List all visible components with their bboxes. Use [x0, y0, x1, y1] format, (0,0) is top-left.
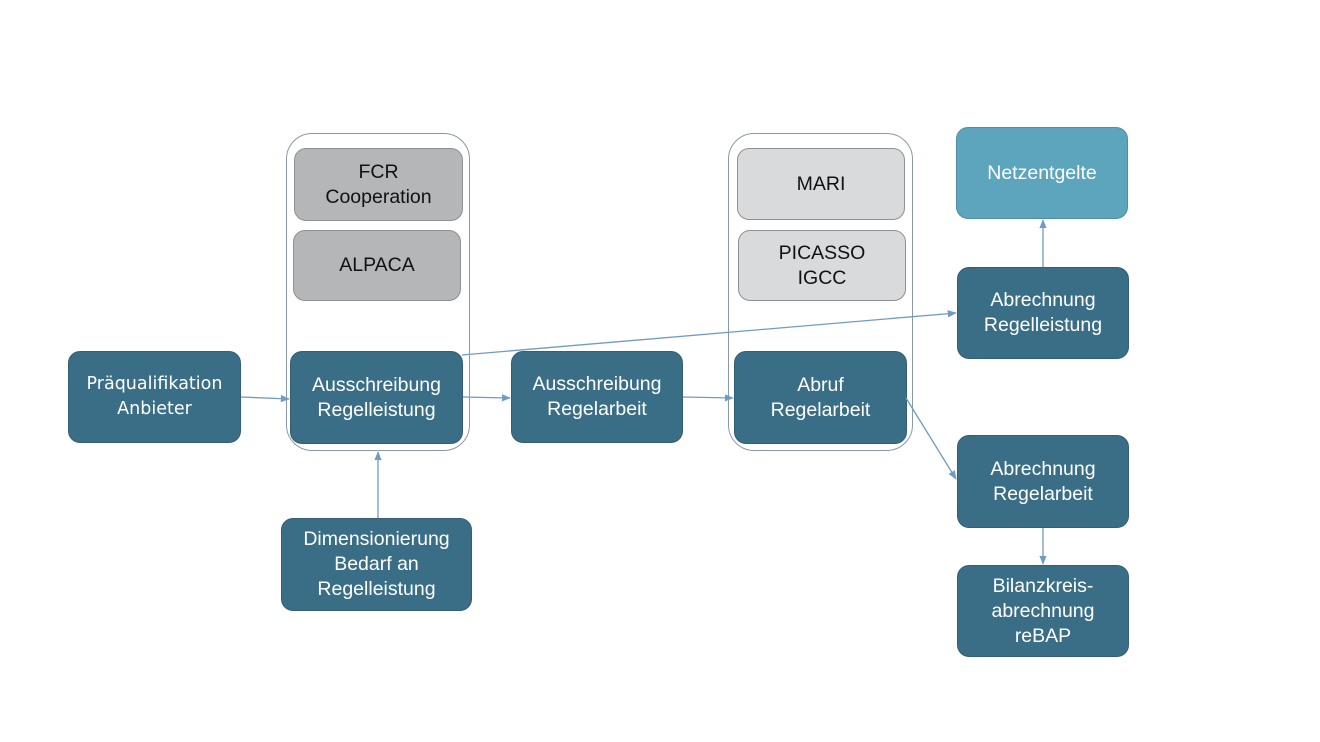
node-bilanzkreisabrechnung[interactable]: Bilanzkreis- abrechnung reBAP: [957, 565, 1129, 657]
node-praequalifikation-anbieter[interactable]: Präqualifikation Anbieter: [68, 351, 241, 443]
edge-abruf-regelarbeit-to-abrechnung-regelarbeit: [905, 397, 957, 480]
node-abrechnung-regelarbeit[interactable]: Abrechnung Regelarbeit: [957, 435, 1129, 528]
edge-praequalifikation-to-ausschreibung-regelleistung: [240, 395, 290, 403]
node-abrechnung-regelleistung[interactable]: Abrechnung Regelleistung: [957, 267, 1129, 359]
edge-ausschreibung-regelleistung-to-ausschreibung-regelarbeit: [462, 394, 511, 402]
node-netzentgelte[interactable]: Netzentgelte: [956, 127, 1128, 219]
node-ausschreibung-regelleistung[interactable]: Ausschreibung Regelleistung: [290, 351, 463, 444]
node-ausschreibung-regelarbeit[interactable]: Ausschreibung Regelarbeit: [511, 351, 683, 443]
node-alpaca[interactable]: ALPACA: [293, 230, 461, 301]
node-abruf-regelarbeit[interactable]: Abruf Regelarbeit: [734, 351, 907, 444]
group-energy-platforms: [728, 133, 913, 451]
node-dimensionierung[interactable]: Dimensionierung Bedarf an Regelleistung: [281, 518, 472, 611]
node-picasso-igcc[interactable]: PICASSO IGCC: [738, 230, 906, 301]
group-capacity-platforms: [286, 133, 470, 451]
edge-ausschreibung-regelarbeit-to-abruf-regelarbeit: [682, 394, 734, 402]
node-mari[interactable]: MARI: [737, 148, 905, 220]
node-fcr-cooperation[interactable]: FCR Cooperation: [294, 148, 463, 221]
